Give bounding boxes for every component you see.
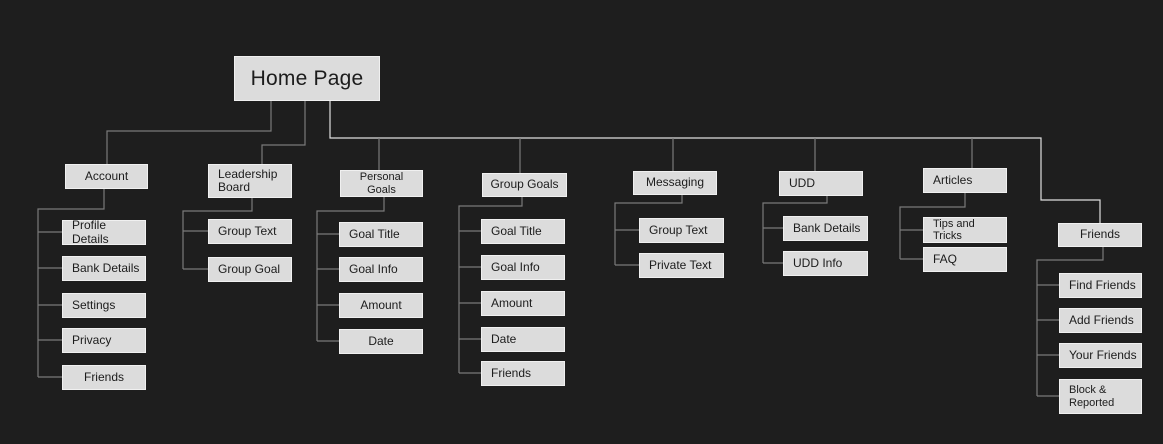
node-bank-details[interactable]: Bank Details — [62, 256, 146, 281]
node-udd-info[interactable]: UDD Info — [783, 251, 868, 276]
node-account-friends[interactable]: Friends — [62, 365, 146, 390]
node-faq[interactable]: FAQ — [923, 247, 1007, 272]
node-private-text[interactable]: Private Text — [639, 253, 724, 278]
node-add-friends[interactable]: Add Friends — [1059, 308, 1142, 333]
node-group-goal-info[interactable]: Goal Info — [481, 255, 565, 280]
node-group-date[interactable]: Date — [481, 327, 565, 352]
node-personal-date[interactable]: Date — [339, 329, 423, 354]
connector-account-children — [37, 189, 105, 378]
node-your-friends[interactable]: Your Friends — [1059, 343, 1142, 368]
node-udd-bank-details[interactable]: Bank Details — [783, 216, 868, 241]
node-privacy[interactable]: Privacy — [62, 328, 146, 353]
connector-main-bus — [329, 101, 1101, 223]
connector-leadership-children — [182, 198, 253, 270]
node-group-text[interactable]: Group Text — [208, 219, 292, 244]
connector-bus-drops — [378, 138, 973, 173]
node-group-friends[interactable]: Friends — [481, 361, 565, 386]
node-personal-goals[interactable]: Personal Goals — [340, 170, 423, 197]
node-tips-and-tricks[interactable]: Tips and Tricks — [923, 217, 1007, 243]
node-friends[interactable]: Friends — [1058, 223, 1142, 247]
connector-friends-children — [1036, 247, 1104, 397]
connector-udd-children — [762, 196, 828, 264]
node-home-page[interactable]: Home Page — [234, 56, 380, 101]
node-group-goal-title[interactable]: Goal Title — [481, 219, 565, 244]
node-messaging[interactable]: Messaging — [633, 171, 717, 195]
node-personal-goal-info[interactable]: Goal Info — [339, 257, 423, 282]
node-profile-details[interactable]: Profile Details — [62, 218, 146, 245]
connector-personal-goals-children — [316, 197, 385, 342]
node-group-goals[interactable]: Group Goals — [482, 173, 567, 197]
node-settings[interactable]: Settings — [62, 293, 146, 318]
connector-group-goals-children — [458, 197, 523, 374]
node-group-amount[interactable]: Amount — [481, 291, 565, 316]
node-block-reported[interactable]: Block & Reported — [1059, 379, 1142, 414]
connector-messaging-children — [614, 195, 683, 266]
connector-root-leadership-board — [261, 101, 306, 164]
node-articles[interactable]: Articles — [923, 168, 1007, 193]
node-group-goal[interactable]: Group Goal — [208, 257, 292, 282]
node-personal-amount[interactable]: Amount — [339, 293, 423, 318]
node-account[interactable]: Account — [65, 164, 148, 189]
connector-articles-children — [899, 193, 966, 260]
node-udd[interactable]: UDD — [779, 171, 863, 196]
node-personal-goal-title[interactable]: Goal Title — [339, 222, 423, 247]
connector-root-account — [106, 101, 272, 164]
node-leadership-board[interactable]: Leadership Board — [208, 164, 292, 198]
node-messaging-group-text[interactable]: Group Text — [639, 218, 724, 243]
node-find-friends[interactable]: Find Friends — [1059, 273, 1142, 298]
